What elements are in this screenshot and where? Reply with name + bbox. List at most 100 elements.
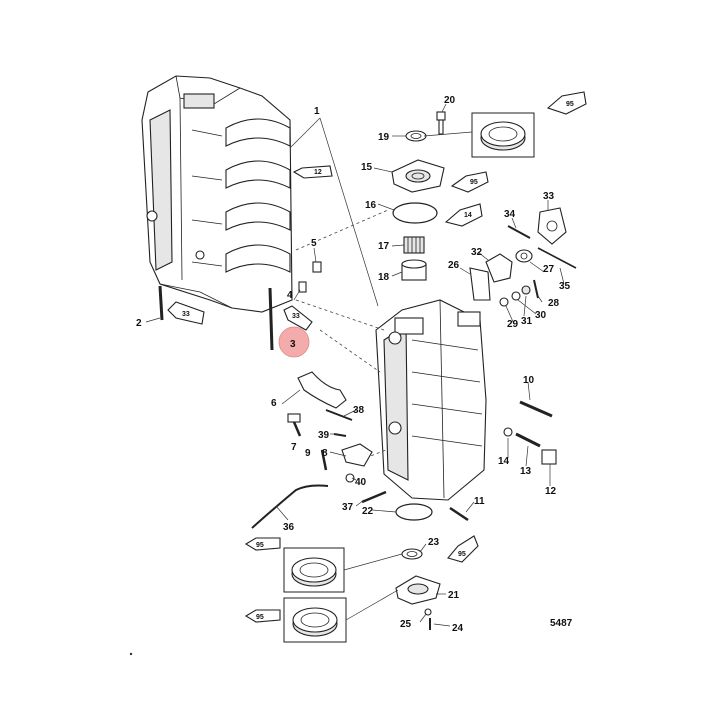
pin-4 — [298, 281, 307, 293]
callout-10: 10 — [523, 375, 535, 386]
seal-box-mid — [283, 547, 345, 593]
callout-11: 11 — [474, 496, 485, 507]
callout-13: 13 — [520, 466, 532, 477]
sealant-tube-95-top: 95 — [546, 91, 587, 115]
callout-3[interactable]: 3 — [290, 339, 296, 350]
sealant-tube-33-left: 33 — [167, 301, 205, 325]
bolt-13 — [515, 432, 541, 448]
washer-25 — [424, 608, 432, 616]
sealant-tube-33-mid: 33 — [283, 305, 313, 331]
callout-40: 40 — [355, 477, 367, 488]
svg-text:95: 95 — [470, 179, 478, 186]
corner-mark — [129, 652, 133, 656]
sealant-tube-95-lowleft: 95 — [244, 537, 281, 551]
washer-29 — [499, 297, 509, 307]
svg-text:95: 95 — [256, 614, 264, 621]
part-40 — [345, 473, 355, 483]
callout-37: 37 — [342, 502, 354, 513]
callout-2: 2 — [136, 318, 142, 329]
crank-saddles — [225, 118, 291, 273]
callout-27: 27 — [543, 264, 555, 275]
rod-35 — [537, 247, 577, 269]
svg-text:12: 12 — [314, 169, 322, 176]
callout-22: 22 — [362, 506, 374, 517]
callout-12: 12 — [545, 486, 557, 497]
callout-labels: 1 2 4 5 6 7 8 9 10 11 12 13 14 15 16 17 … — [136, 95, 571, 634]
callout-17: 17 — [378, 241, 390, 252]
callout-29: 29 — [507, 319, 519, 330]
callout-4: 4 — [287, 290, 293, 301]
stud-long — [268, 287, 274, 351]
seal-box-top — [471, 112, 535, 158]
callout-32: 32 — [471, 247, 483, 258]
callout-36: 36 — [283, 522, 295, 533]
sealant-tube-12: 12 — [292, 165, 333, 179]
sensor-33 — [537, 207, 567, 245]
callout-23: 23 — [428, 537, 440, 548]
strap-38 — [325, 409, 353, 421]
callout-25: 25 — [400, 619, 412, 630]
callout-28: 28 — [548, 298, 560, 309]
callout-7: 7 — [291, 442, 297, 453]
housing-15 — [391, 159, 445, 193]
seal-23 — [401, 548, 423, 560]
callout-38: 38 — [353, 405, 365, 416]
cylinder-block — [141, 75, 293, 313]
callout-31: 31 — [521, 316, 533, 327]
callout-34: 34 — [504, 209, 516, 220]
housing-21 — [395, 575, 441, 605]
callout-5: 5 — [311, 238, 317, 249]
nut-31 — [521, 285, 531, 295]
figure-code: 5487 — [550, 618, 573, 629]
o-ring-22 — [395, 503, 433, 521]
bracket-32 — [485, 253, 513, 283]
highlighted-callout-3[interactable]: 3 — [278, 326, 310, 358]
washer-30 — [511, 291, 521, 301]
svg-text:33: 33 — [292, 313, 300, 320]
callout-33: 33 — [543, 191, 555, 202]
callout-8: 8 — [322, 448, 328, 459]
svg-text:95: 95 — [256, 542, 264, 549]
bolt-7 — [287, 413, 302, 437]
leader-lines — [145, 103, 565, 627]
callout-20: 20 — [444, 95, 456, 106]
callout-15: 15 — [361, 162, 373, 173]
sleeve-12 — [541, 449, 557, 465]
callout-1: 1 — [314, 106, 320, 117]
dowel-5 — [312, 261, 322, 273]
callout-14: 14 — [498, 456, 510, 467]
callout-9: 9 — [305, 448, 311, 459]
seal-box-bottom — [283, 597, 347, 643]
sealant-tube-95-bottom: 95 — [244, 609, 281, 623]
sealant-tube-14: 14 — [444, 203, 483, 227]
screw-28 — [533, 279, 539, 299]
seal-19 — [405, 130, 427, 142]
svg-text:95: 95 — [458, 551, 466, 558]
bolt-20 — [436, 111, 446, 135]
o-ring-16 — [392, 202, 438, 224]
sealant-tube-95-right: 95 — [447, 535, 479, 563]
cable-36 — [251, 484, 329, 529]
crankcase-cover — [375, 299, 487, 501]
callout-24: 24 — [452, 623, 464, 634]
bolt-37 — [361, 490, 387, 504]
part-27 — [515, 249, 533, 263]
svg-text:95: 95 — [566, 101, 574, 108]
callout-35: 35 — [559, 281, 571, 292]
callout-6: 6 — [271, 398, 277, 409]
svg-text:14: 14 — [464, 212, 472, 219]
callout-16: 16 — [365, 200, 377, 211]
bearing-17 — [403, 236, 425, 254]
callout-19: 19 — [378, 132, 390, 143]
plate-26 — [469, 267, 491, 301]
sealant-tube-95-mid: 95 — [450, 171, 489, 193]
callout-21: 21 — [448, 590, 460, 601]
callout-39: 39 — [318, 430, 330, 441]
bolt-11 — [449, 506, 469, 522]
svg-text:33: 33 — [182, 311, 190, 318]
screw-9 — [320, 449, 328, 471]
sleeve-18 — [401, 259, 427, 281]
callout-26: 26 — [448, 260, 460, 271]
washer-14 — [503, 427, 513, 437]
